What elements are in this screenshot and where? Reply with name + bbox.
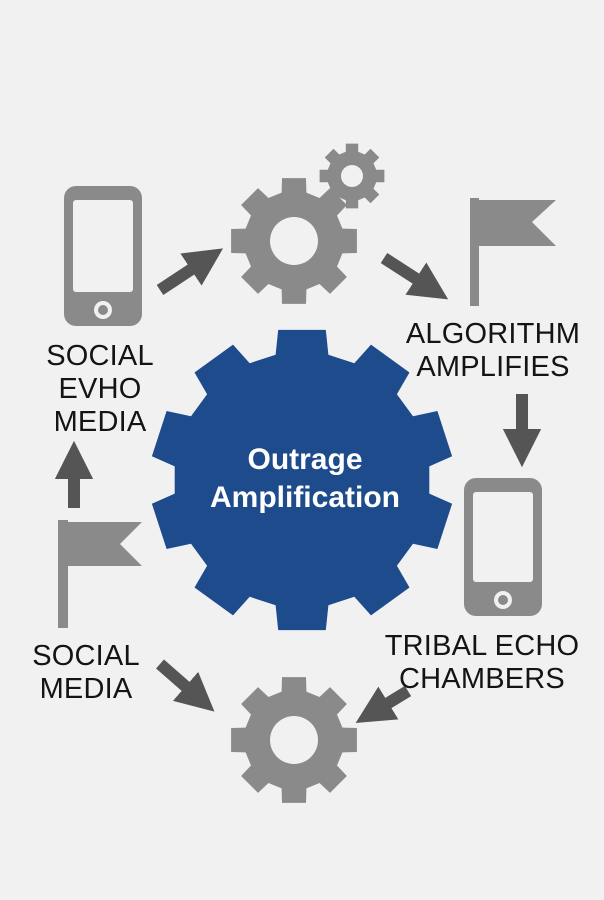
gear-hole [270, 716, 318, 764]
label-line: CHAMBERS [399, 663, 565, 695]
arrow-tribal-to-gear [355, 685, 412, 724]
label-social-media: SOCIAL MEDIA [30, 640, 142, 706]
hub-gear-icon [151, 329, 453, 631]
gear-hole [270, 217, 318, 265]
label-line: MEDIA [39, 673, 133, 705]
label-line: ALGORITHM [405, 318, 581, 350]
hub-title-line2: Amplification [209, 481, 400, 514]
smartphone-icon [464, 478, 542, 616]
label-line: EVHO [58, 373, 142, 405]
label-tribal-echo-chambers: TRIBAL ECHO CHAMBERS [384, 630, 580, 696]
flag-icon [470, 198, 556, 306]
arrow-social-to-gear [156, 659, 215, 712]
label-line: SOCIAL [46, 340, 154, 372]
hub-title-line1: Outrage [247, 443, 363, 476]
smartphone-icon [64, 186, 142, 326]
gear-icon [231, 677, 357, 803]
label-line: SOCIAL [32, 640, 140, 672]
arrow-gears-to-flag [380, 252, 449, 300]
arrow-phone-to-gears [156, 248, 224, 296]
flag-icon [58, 520, 142, 628]
gear-body [151, 329, 453, 631]
gear-hole [341, 165, 363, 187]
label-algorithm-amplifies: ALGORITHM AMPLIFIES [398, 318, 588, 384]
label-line: MEDIA [53, 406, 147, 438]
label-social-evho-media: SOCIAL EVHO MEDIA [40, 340, 160, 439]
gear-pair-icon [231, 143, 385, 304]
label-line: TRIBAL ECHO [384, 630, 580, 662]
label-line: AMPLIFIES [416, 351, 570, 383]
